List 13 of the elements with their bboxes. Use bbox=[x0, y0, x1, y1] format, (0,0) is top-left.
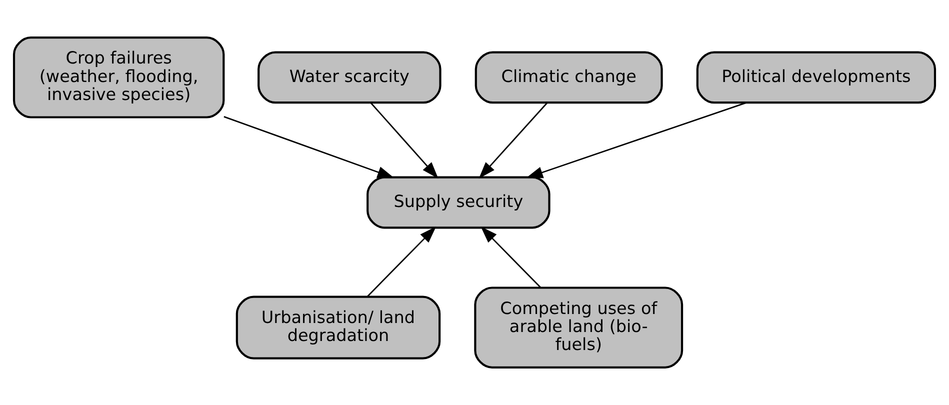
node-box: Crop failures (weather, flooding, invasive species) bbox=[12, 36, 225, 118]
arrow bbox=[526, 102, 747, 178]
arrow bbox=[224, 116, 394, 178]
node-box: Political developments bbox=[696, 51, 936, 104]
node-box: Water scarcity bbox=[258, 51, 442, 104]
arrow bbox=[480, 226, 542, 288]
arrow bbox=[370, 102, 438, 179]
node-box: Climatic change bbox=[474, 51, 663, 104]
node-box: Supply security bbox=[366, 176, 550, 229]
arrow bbox=[478, 102, 548, 179]
node-box: Urbanisation/ land degradation bbox=[236, 296, 441, 360]
arrow bbox=[366, 226, 436, 297]
node-box: Competing uses of arable land (bio-fuels) bbox=[474, 286, 684, 368]
